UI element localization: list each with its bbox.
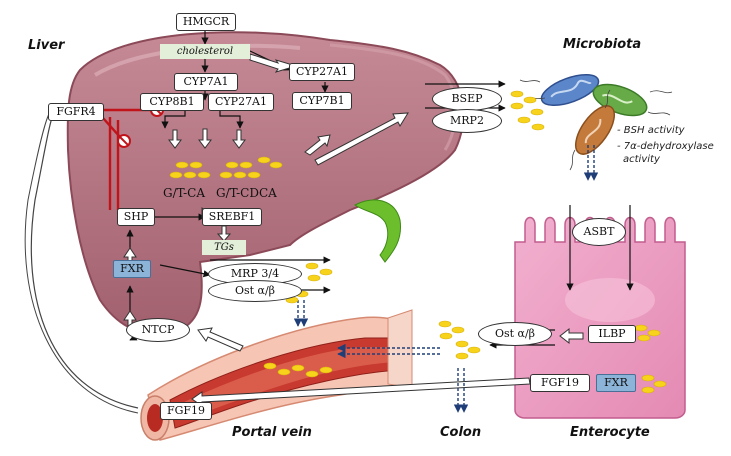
mrp2-transporter: MRP2 xyxy=(432,109,502,133)
bsh-activity-note: - BSH activity xyxy=(617,125,685,136)
ost-transporter-liver: Ost α/β xyxy=(208,280,302,302)
region-title-colon: Colon xyxy=(440,425,482,440)
cholesterol-label: cholesterol xyxy=(160,44,250,59)
region-title-microbiota: Microbiota xyxy=(563,37,642,52)
cyp7a1-box: CYP7A1 xyxy=(174,73,238,91)
region-title-liver: Liver xyxy=(28,38,65,53)
gtcdca-label: G/T-CDCA xyxy=(216,186,277,200)
gallbladder xyxy=(354,199,402,263)
srebf1-box: SREBF1 xyxy=(202,208,262,226)
cyp27a1-box-left: CYP27A1 xyxy=(208,93,274,111)
hmgcr-box: HMGCR xyxy=(176,13,236,31)
dehydroxylase-note-line2: activity xyxy=(623,154,660,165)
asbt-transporter: ASBT xyxy=(572,218,626,246)
fgfr4-box: FGFR4 xyxy=(48,103,104,121)
cyp7b1-box: CYP7B1 xyxy=(292,92,352,110)
bile-acid-molecules xyxy=(169,90,667,394)
fgf19-box-enterocyte: FGF19 xyxy=(530,374,590,392)
cyp27a1-box-right: CYP27A1 xyxy=(289,63,355,81)
ntcp-transporter: NTCP xyxy=(126,318,190,342)
microbiota-bacteria xyxy=(519,74,673,171)
cyp8b1-box: CYP8B1 xyxy=(140,93,204,111)
region-title-portal-vein: Portal vein xyxy=(232,425,312,440)
shp-box: SHP xyxy=(117,208,155,226)
dehydroxylase-note-line1: - 7α-dehydroxylase xyxy=(617,141,714,152)
ost-transporter-enterocyte: Ost α/β xyxy=(478,322,552,346)
gtca-label: G/T-CA xyxy=(163,186,205,200)
fxr-box-enterocyte: FXR xyxy=(596,374,636,392)
fgf19-box-portal: FGF19 xyxy=(160,402,212,420)
fxr-box-liver: FXR xyxy=(113,260,151,278)
region-title-enterocyte: Enterocyte xyxy=(570,425,650,440)
tgs-label: TGs xyxy=(202,240,246,255)
ilbp-box: ILBP xyxy=(588,325,636,343)
bsep-transporter: BSEP xyxy=(432,87,502,111)
